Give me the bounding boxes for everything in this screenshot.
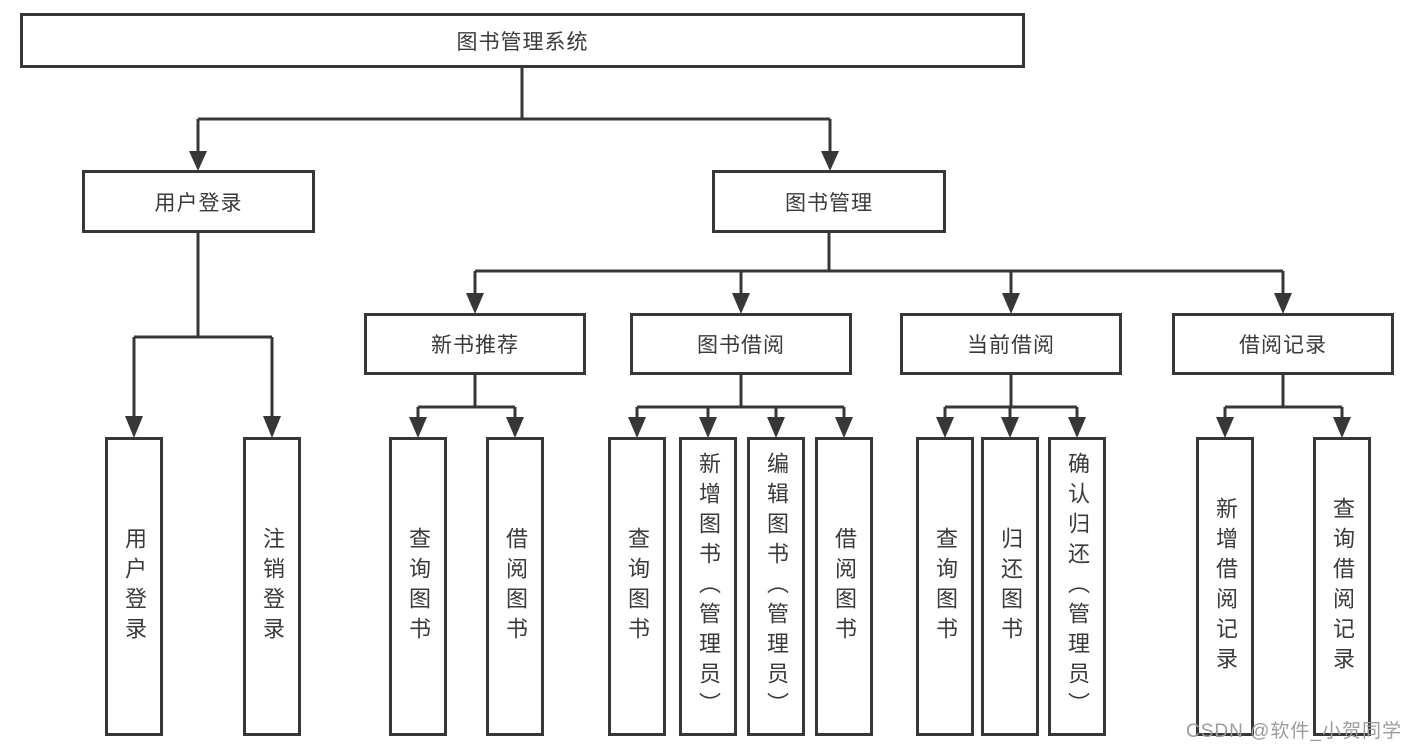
node-label: 用户登录	[122, 526, 147, 647]
node-label: 编辑图书（管理员）	[764, 451, 789, 722]
connector-root-to-level2	[189, 67, 839, 171]
node-current-borrowing: 当前借阅	[900, 313, 1122, 375]
arrow-down-icon	[1333, 417, 1351, 438]
connector-borrow-records-children	[1216, 375, 1351, 438]
arrow-down-icon	[628, 417, 646, 438]
node-label: 图书借阅	[697, 334, 785, 357]
node-library-management-system: 图书管理系统	[20, 13, 1025, 68]
node-label: 图书管理系统	[456, 30, 589, 54]
node-label: 当前借阅	[967, 334, 1055, 357]
leaf-query-books: 查询图书	[916, 437, 974, 736]
leaf-query-books: 查询图书	[608, 437, 666, 736]
arrow-down-icon	[1002, 293, 1020, 314]
arrow-down-icon	[466, 293, 484, 314]
arrow-down-icon	[835, 417, 853, 438]
arrow-down-icon	[1068, 417, 1086, 438]
node-label: 借阅图书	[503, 526, 528, 647]
connector-current-borrow-children	[936, 375, 1086, 438]
leaf-user-login: 用户登录	[105, 437, 163, 736]
node-label: 查询图书	[406, 526, 431, 647]
leaf-confirm-return-admin: 确认归还（管理员）	[1048, 437, 1106, 736]
connector-user-login-children	[125, 233, 281, 438]
arrow-down-icon	[1001, 417, 1019, 438]
connector-new-books-children	[409, 375, 524, 438]
leaf-query-books: 查询图书	[389, 437, 447, 736]
arrow-down-icon	[189, 151, 207, 171]
arrow-down-icon	[125, 416, 143, 438]
leaf-borrow-books: 借阅图书	[815, 437, 873, 736]
arrow-down-icon	[506, 417, 524, 438]
leaf-edit-books-admin: 编辑图书（管理员）	[747, 437, 805, 736]
node-label: 借阅图书	[832, 526, 857, 647]
arrow-down-icon	[732, 293, 750, 314]
arrow-down-icon	[1216, 417, 1234, 438]
arrow-down-icon	[699, 417, 717, 438]
node-label: 新书推荐	[431, 334, 519, 357]
arrow-down-icon	[263, 416, 281, 438]
leaf-query-borrow-record: 查询借阅记录	[1313, 437, 1371, 736]
arrow-down-icon	[767, 417, 785, 438]
node-user-login: 用户登录	[82, 170, 315, 233]
node-label: 图书管理	[785, 191, 873, 215]
leaf-borrow-books: 借阅图书	[486, 437, 544, 736]
node-label: 用户登录	[154, 191, 243, 215]
node-label: 新增借阅记录	[1213, 496, 1238, 677]
arrow-down-icon	[821, 151, 839, 171]
connector-book-mgmt-children	[466, 233, 1292, 314]
leaf-add-borrow-record: 新增借阅记录	[1196, 437, 1254, 736]
csdn-watermark: CSDN @软件_小贺同学	[1186, 721, 1402, 742]
arrow-down-icon	[409, 417, 427, 438]
node-label: 查询借阅记录	[1330, 496, 1355, 677]
arrow-down-icon	[936, 417, 954, 438]
node-label: 确认归还（管理员）	[1065, 451, 1090, 722]
node-label: 注销登录	[260, 526, 285, 647]
leaf-logout: 注销登录	[243, 437, 301, 736]
node-label: 查询图书	[625, 526, 650, 647]
node-book-management: 图书管理	[712, 170, 946, 233]
node-label: 新增图书（管理员）	[696, 451, 721, 722]
arrow-down-icon	[1274, 293, 1292, 314]
node-label: 归还图书	[998, 526, 1023, 647]
leaf-return-books: 归还图书	[981, 437, 1039, 736]
node-label: 查询图书	[933, 526, 958, 647]
node-new-book-recommendation: 新书推荐	[364, 313, 586, 375]
leaf-add-books-admin: 新增图书（管理员）	[679, 437, 737, 736]
node-book-borrowing: 图书借阅	[630, 313, 852, 375]
node-borrowing-records: 借阅记录	[1172, 313, 1394, 375]
connector-book-borrow-children	[628, 375, 853, 438]
node-label: 借阅记录	[1239, 334, 1327, 357]
